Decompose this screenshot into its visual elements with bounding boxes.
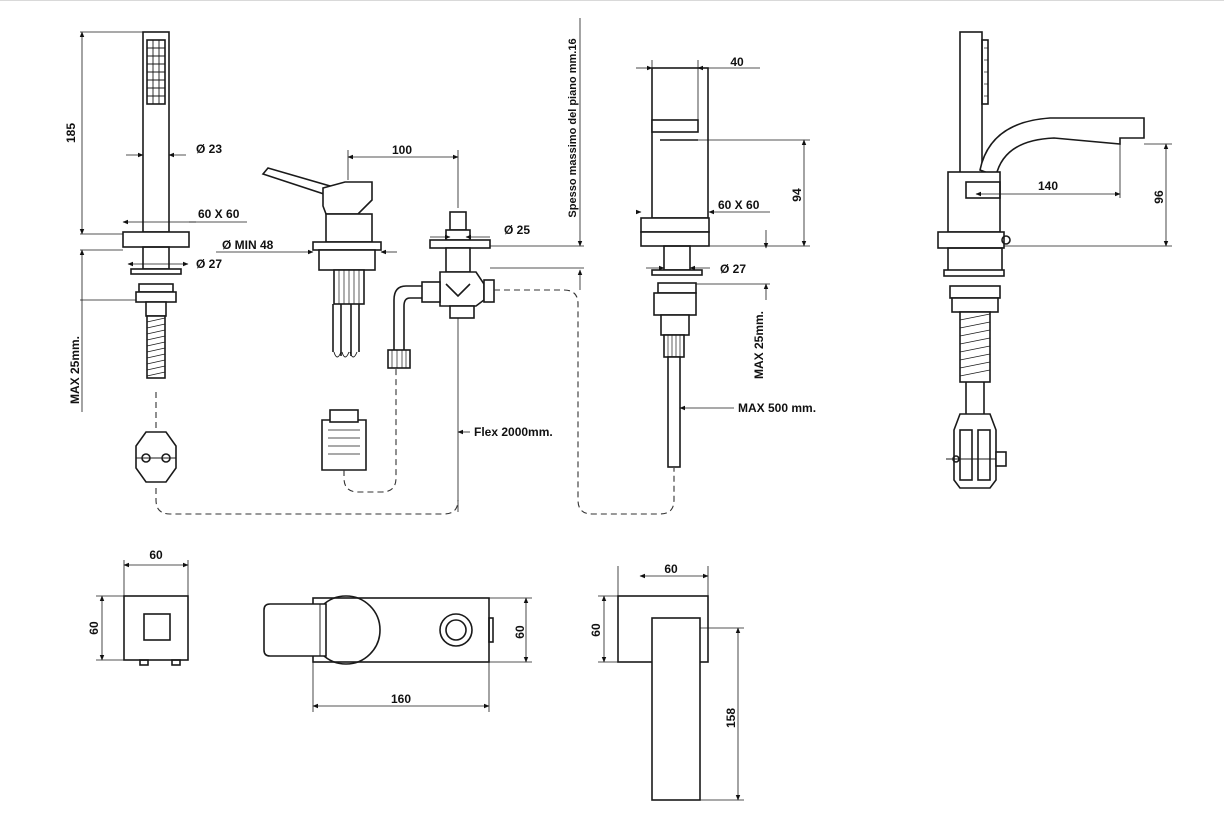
- hand-shower-front-view: [122, 31, 190, 483]
- hand-shower-hose-spring: [146, 315, 166, 379]
- mixer-shank: [318, 249, 376, 271]
- spout-tail-pipe: [667, 356, 681, 468]
- diverter-diameter-label: Ø 25: [504, 223, 530, 237]
- hand-height-label: 185: [64, 123, 78, 143]
- mixer-spacing-label: 100: [392, 143, 412, 157]
- spout-washer: [651, 269, 703, 276]
- plan-view-mixer-diverter: [263, 595, 532, 712]
- diverter-left-nut: [421, 281, 441, 303]
- plan-diverter-knob: [439, 613, 473, 647]
- hand-shower-connector: [145, 301, 167, 317]
- spout-connector: [660, 314, 690, 336]
- plan3-length-label: 158: [724, 708, 738, 728]
- hand-shower-dimensions: [79, 31, 247, 430]
- hand-diameter-label: Ø 23: [196, 142, 222, 156]
- spout-dimensions: [635, 60, 810, 411]
- diverter-body: [439, 271, 485, 307]
- hand-base-label: 60 X 60: [198, 207, 240, 221]
- hand-hole-label: Ø 27: [196, 257, 222, 271]
- hand-shower-nut: [138, 283, 174, 293]
- plan-spout-arm: [651, 617, 701, 801]
- side-spout-body: [947, 171, 1001, 233]
- spout-height-label: 94: [790, 188, 804, 202]
- spout-front-view: [640, 67, 710, 468]
- diverter-elbow-pipe-inner: [403, 297, 422, 352]
- diverter-elbow-pipe-outer: [393, 285, 422, 352]
- mixer-pipe-ends: [333, 351, 358, 358]
- hand-shower-washer: [130, 268, 182, 275]
- plan-lever: [263, 603, 327, 657]
- side-view: [937, 31, 1145, 489]
- max-25-left-label: MAX 25mm.: [68, 336, 82, 404]
- diverter-bottom-nut: [449, 305, 475, 319]
- hand-shower-hose-fitting: [135, 431, 177, 483]
- diverter-front-view: [387, 211, 495, 369]
- diverter-knob: [449, 211, 467, 231]
- hand-shower-base: [122, 231, 190, 248]
- mixer-lever: [261, 167, 331, 198]
- spout-shank: [663, 245, 691, 271]
- spout-thread: [663, 334, 685, 358]
- plan2-length-label: 160: [391, 692, 411, 706]
- hand-shower-nut-lower: [135, 291, 177, 303]
- mixer-fitting-loose: [321, 419, 367, 471]
- mixer-min-hole-label: Ø MIN 48: [222, 238, 274, 252]
- spout-nut: [657, 282, 697, 294]
- side-nut: [949, 285, 1001, 299]
- mixer-fitting-thread: [328, 429, 360, 455]
- deck-thickness-label: Spesso massimo del piano mm.16: [567, 38, 579, 217]
- plan3-depth-label: 60: [589, 623, 603, 637]
- plan3-width-label: 60: [664, 562, 678, 576]
- hand-shower-nozzle-grid: [147, 40, 165, 104]
- plan1-depth-label: 60: [87, 621, 101, 635]
- plan1-width-label: 60: [149, 548, 163, 562]
- spout-hole-label: Ø 27: [720, 262, 746, 276]
- spout-base: [640, 217, 710, 233]
- mixer-thread-lines: [338, 270, 360, 304]
- side-reach-label: 140: [1038, 179, 1058, 193]
- deck-thickness-marker: [490, 18, 584, 290]
- spout-outlet-band: [651, 119, 699, 133]
- max-tail-label: MAX 500 mm.: [738, 401, 816, 415]
- plan-view-hand-shower: [96, 560, 189, 666]
- mixer-base-plate: [312, 241, 382, 251]
- side-shank: [947, 247, 1003, 273]
- spout-column: [651, 67, 709, 219]
- mixer-fitting-top: [329, 409, 359, 423]
- mixer-body: [325, 213, 373, 243]
- hand-shower-shank: [142, 246, 170, 270]
- side-hose-fitting: [953, 413, 997, 489]
- diverter-plate: [429, 239, 491, 249]
- mixer-body-top: [322, 181, 373, 215]
- diverter-dimensions: [430, 234, 490, 512]
- diverter-shank: [445, 247, 471, 273]
- hand-shower-spring-coils: [146, 317, 166, 377]
- flex-length-label: Flex 2000mm.: [474, 425, 553, 439]
- plan-view-spout: [598, 566, 744, 801]
- mixer-front-view: [261, 167, 382, 471]
- spout-base-label: 60 X 60: [718, 198, 760, 212]
- mixer-dimensions: [216, 150, 459, 255]
- plan2-depth-label: 60: [513, 625, 527, 639]
- top-border-line: [0, 0, 1224, 1]
- spout-width-label: 40: [730, 55, 744, 69]
- diverter-collar: [445, 229, 471, 241]
- flex-hoses: [155, 289, 675, 515]
- diverter-pipe-end: [387, 349, 411, 369]
- side-spout-arm: [979, 117, 1145, 178]
- side-view-dimensions: [975, 143, 1172, 247]
- side-base: [937, 231, 1005, 249]
- side-height-label: 96: [1152, 190, 1166, 204]
- spout-nut-lower: [653, 292, 697, 316]
- max-25-right-label: MAX 25mm.: [752, 311, 766, 379]
- spout-base-lower: [640, 231, 710, 247]
- mixer-supply-pipes: [332, 304, 360, 356]
- diverter-right-outlet: [483, 279, 495, 303]
